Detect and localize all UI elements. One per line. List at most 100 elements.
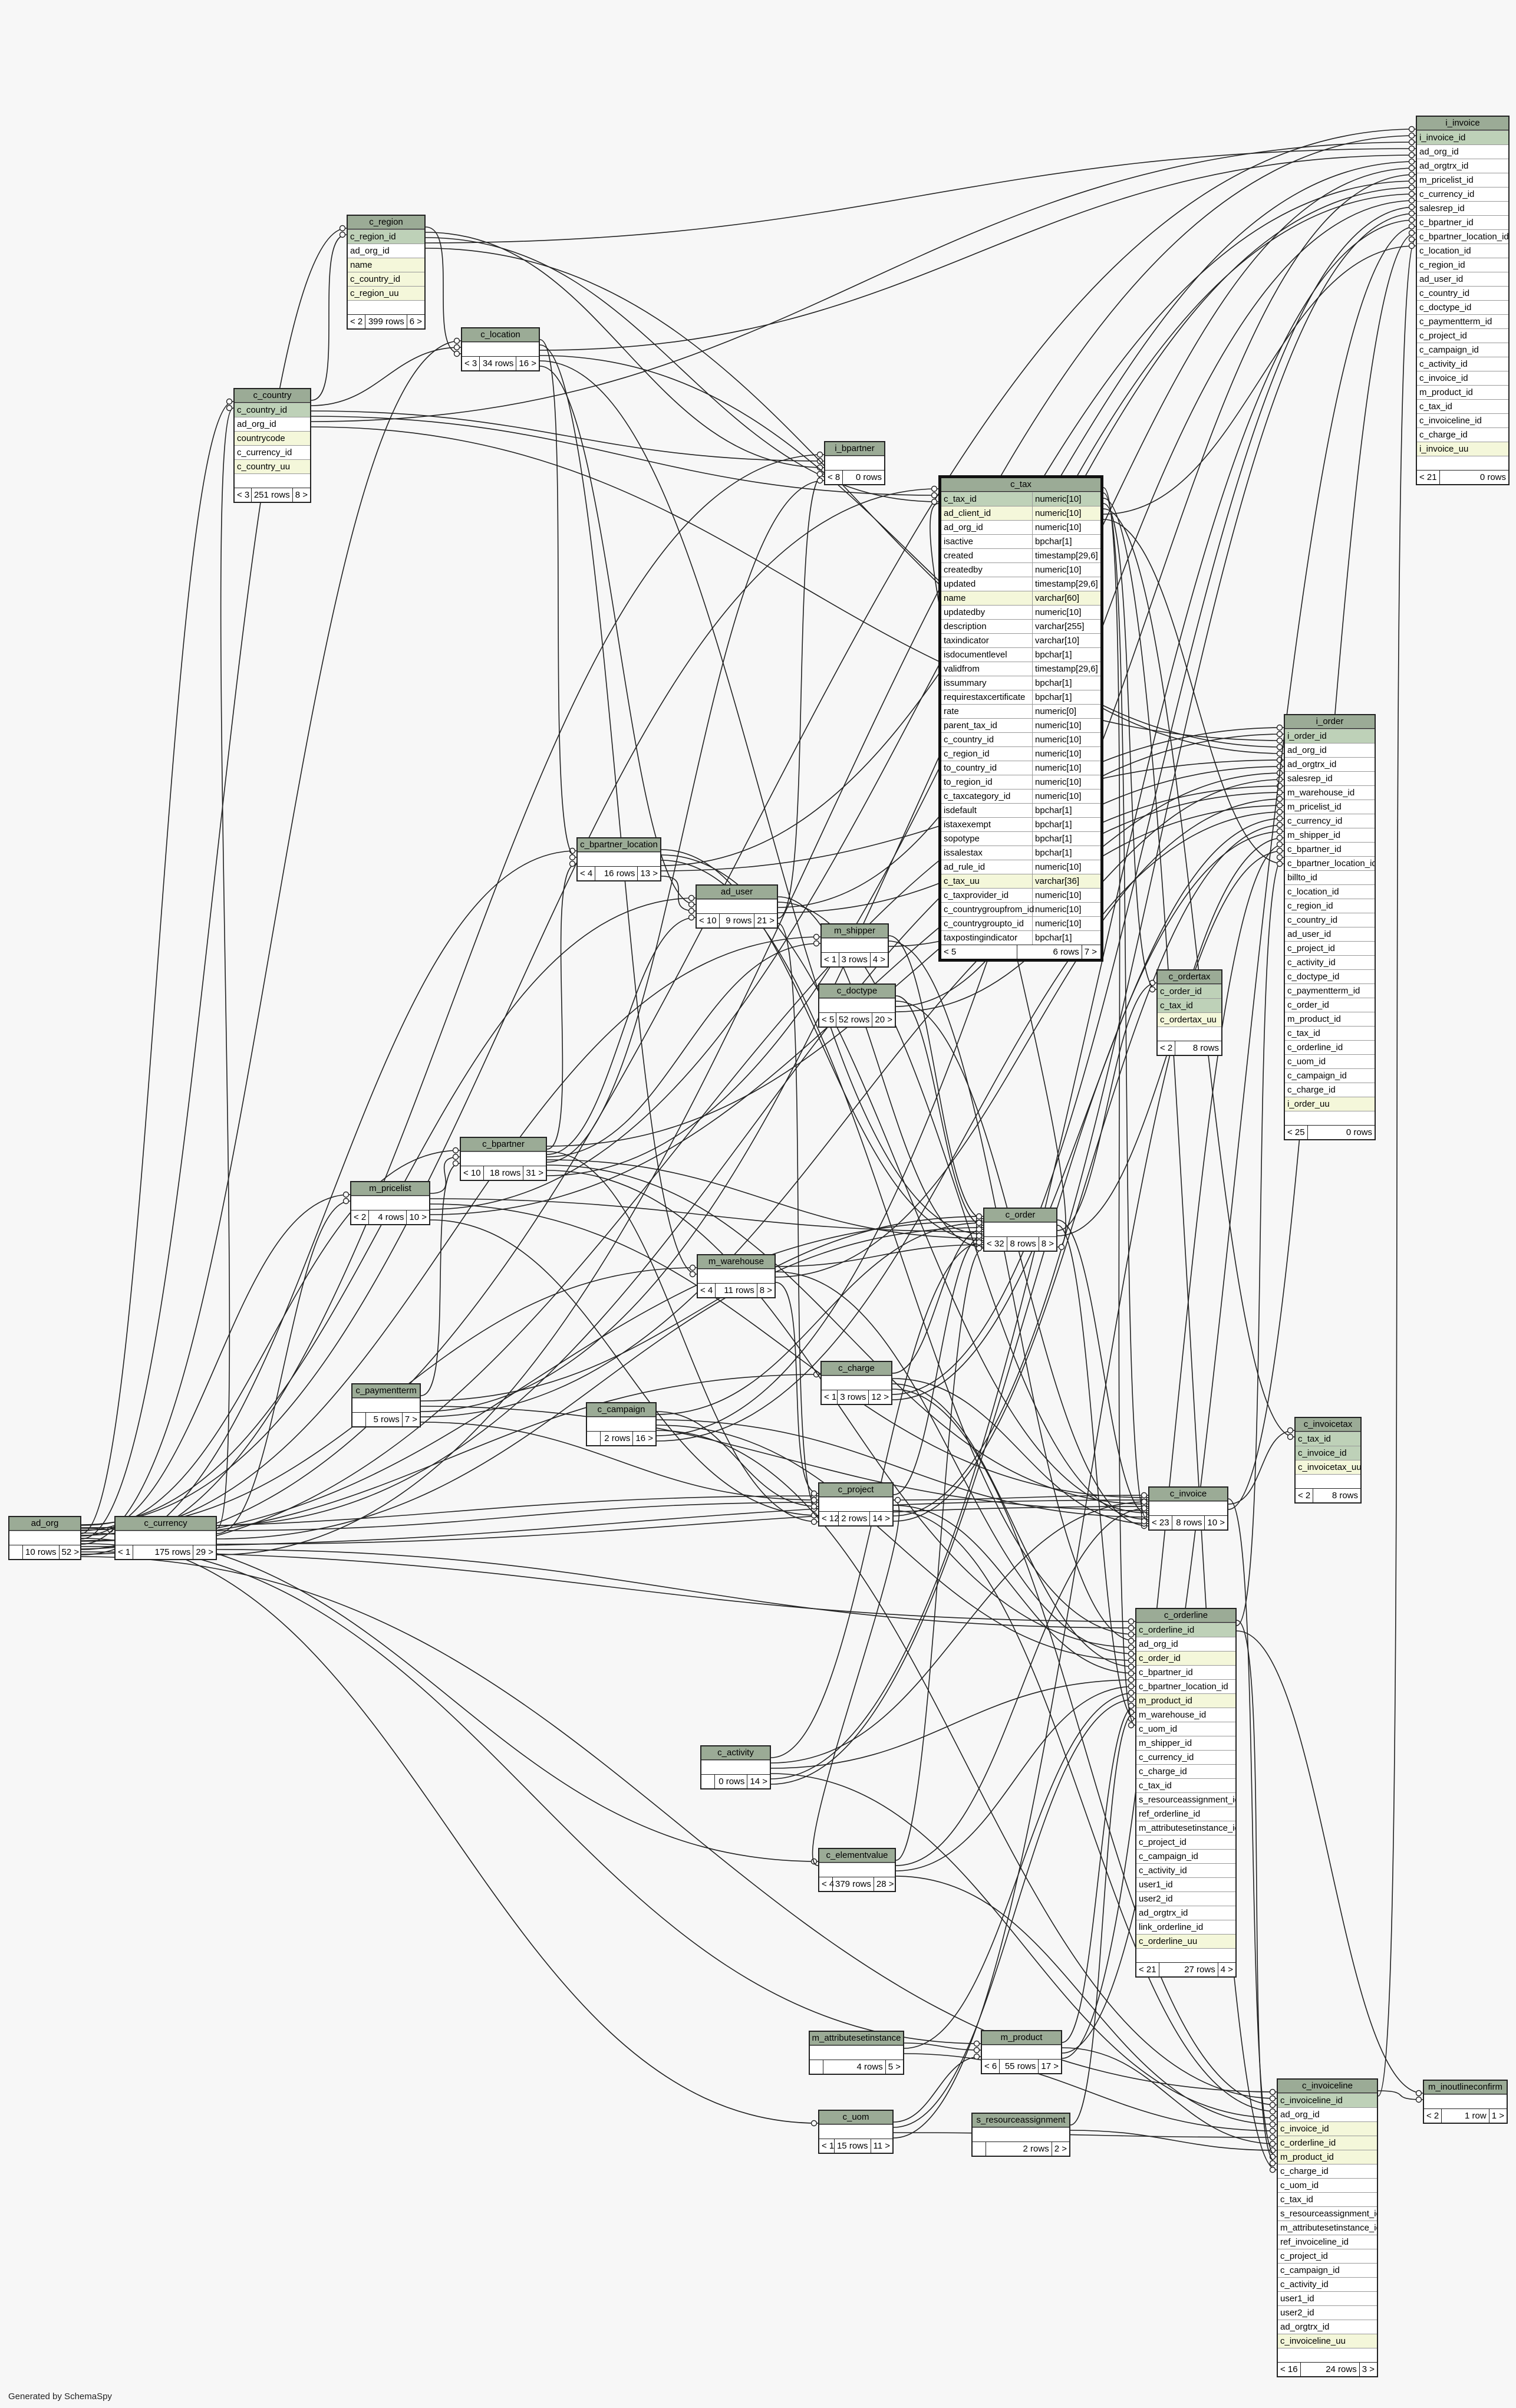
relationship-edge xyxy=(895,1876,1277,2125)
parents-count xyxy=(973,2142,986,2156)
parents-count: < 2 xyxy=(1296,1489,1314,1502)
optional-marker xyxy=(1276,821,1283,828)
optional-marker xyxy=(226,398,233,405)
column-row: c_region_id xyxy=(1417,258,1508,272)
column-name: issummary xyxy=(941,676,1033,690)
column-row: countrycode xyxy=(235,431,310,445)
children-count: 7 > xyxy=(404,1414,417,1425)
relationship-edge xyxy=(420,1422,819,1501)
column-row: c_invoice_id xyxy=(1296,1446,1360,1460)
table-header: c_tax xyxy=(941,478,1100,492)
relationship-edge xyxy=(311,347,462,406)
column-row xyxy=(348,300,424,314)
parents-count xyxy=(701,1775,715,1788)
relationship-edge xyxy=(539,339,577,858)
relationship-edge xyxy=(420,1163,460,1396)
parents-count: < 21 xyxy=(1417,471,1440,484)
column-name: c_countrygroupfrom_id xyxy=(941,903,1034,916)
column-row: c_doctype_id xyxy=(1285,969,1375,983)
children-count: 7 > xyxy=(1084,947,1097,957)
column-type: numeric[10] xyxy=(1035,749,1082,759)
relationship-edge xyxy=(770,219,1416,1779)
optional-marker xyxy=(452,1153,459,1160)
relationship-edge xyxy=(1103,487,1136,1726)
table-header: i_bpartner xyxy=(825,442,884,456)
column-row xyxy=(1136,1948,1235,1962)
table-header: s_resourceassignment xyxy=(973,2114,1069,2127)
children-count: 29 > xyxy=(196,1547,213,1557)
relationship-edge xyxy=(777,923,819,1509)
optional-marker xyxy=(688,914,695,921)
column-row: i_invoice_id xyxy=(1417,130,1508,144)
optional-marker xyxy=(931,485,938,492)
table-spacer xyxy=(698,1269,775,1283)
column-row: ad_org_id xyxy=(348,244,424,258)
column-row: ad_org_id xyxy=(1136,1637,1235,1651)
children-count: 17 > xyxy=(1041,2061,1059,2071)
relationship-edge xyxy=(1103,492,1149,1522)
optional-marker xyxy=(1276,776,1283,783)
relationship-edge xyxy=(81,1551,1136,1622)
children-count: 12 > xyxy=(871,1392,889,1402)
column-row: user1_id xyxy=(1136,1877,1235,1891)
relationship-edge xyxy=(1103,245,1416,515)
table-header: i_invoice xyxy=(1417,117,1508,130)
table-header: c_doctype xyxy=(819,985,895,998)
row-count: 9 rows xyxy=(720,914,755,927)
optional-marker xyxy=(342,1198,350,1205)
column-row: c_country_uu xyxy=(235,459,310,473)
relationship-edge xyxy=(81,454,825,1550)
optional-marker xyxy=(1128,1624,1135,1631)
row-count: 4 rows xyxy=(823,2060,886,2074)
column-row: c_bpartner_location_id xyxy=(1285,856,1375,870)
relationship-edge xyxy=(81,488,939,1525)
column-row: c_tax_id xyxy=(1285,1026,1375,1040)
column-name: c_tax_id xyxy=(941,492,1033,506)
column-row: c_currency_id xyxy=(1136,1750,1235,1764)
optional-marker xyxy=(1287,1433,1294,1440)
column-row: user1_id xyxy=(1278,2291,1377,2305)
relationship-edge xyxy=(775,1244,984,1267)
column-name: c_region_id xyxy=(941,747,1033,761)
children-count: 52 > xyxy=(61,1547,80,1557)
